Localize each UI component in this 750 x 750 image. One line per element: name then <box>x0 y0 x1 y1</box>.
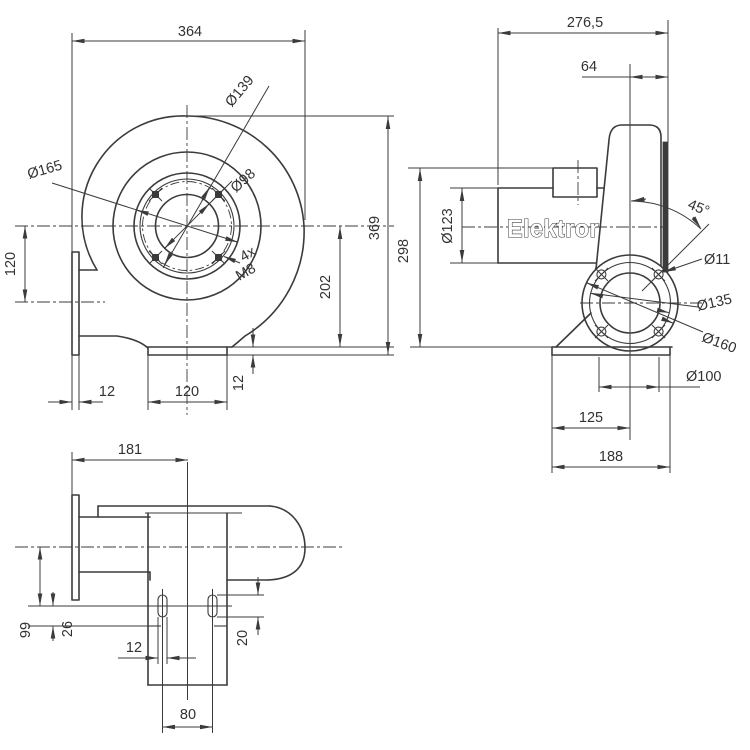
side-view: Elektror 276,5 <box>396 15 738 473</box>
dim-foot-thickness: 12 <box>231 328 256 391</box>
inlet-flange-raised-face <box>139 178 235 274</box>
outlet-bore-circle <box>599 272 661 334</box>
dim-axis-to-base: 202 <box>318 226 343 347</box>
dim-label-12-foot: 12 <box>231 375 247 391</box>
dim-label-d139: Ø139 <box>222 73 257 110</box>
dim-label-12-flange: 12 <box>99 384 115 400</box>
bottom-outlet-flange-plate <box>71 494 80 601</box>
dim-front-total-height: 369 <box>192 115 394 356</box>
foot-gusset <box>555 312 592 348</box>
dim-label-20: 20 <box>235 630 251 646</box>
dim-label-d123: Ø123 <box>440 208 456 243</box>
dim-side-total-depth: 276,5 <box>497 15 669 185</box>
dim-flange-to-axis: 181 <box>71 442 188 495</box>
dim-axis-to-slot: 99 <box>18 547 232 638</box>
dim-label-64: 64 <box>581 59 597 75</box>
inlet-bore-circle <box>154 193 220 259</box>
dim-label-364: 364 <box>178 24 202 40</box>
volute-outer-contour <box>81 115 305 348</box>
dim-label-12-slot: 12 <box>126 640 142 656</box>
dim-label-d160: Ø160 <box>700 330 739 357</box>
dim-slot-width: 12 <box>118 617 196 664</box>
dim-outlet-bore: Ø100 <box>598 357 721 392</box>
dim-label-202: 202 <box>318 275 334 299</box>
dim-label-369: 369 <box>367 216 383 240</box>
dim-label-d100: Ø100 <box>686 369 721 385</box>
dim-inlet-duct-dia: Ø123 <box>440 187 498 264</box>
dim-label-26: 26 <box>60 621 76 637</box>
dim-base-front-to-axis: 125 <box>551 355 630 473</box>
dim-slot-spacing: 80 <box>162 707 213 730</box>
dim-label-99: 99 <box>18 622 34 638</box>
dim-foot-width: 120 <box>147 355 228 410</box>
dim-label-298: 298 <box>396 239 412 263</box>
dim-bolt-hole-dia: Ø11 <box>663 252 730 273</box>
bottom-body-end-cap <box>267 505 306 581</box>
inlet-bolt-circle <box>142 181 232 271</box>
dim-label-125: 125 <box>579 410 603 426</box>
dim-label-d11: Ø11 <box>704 252 730 268</box>
housing-side-profile <box>595 124 662 270</box>
dim-label-181: 181 <box>118 442 142 458</box>
dim-label-120-foot: 120 <box>175 384 199 400</box>
volute-inner-ring <box>112 151 262 301</box>
dim-front-bolt-spec: 4x M8 <box>223 243 259 285</box>
dim-inlet-height: 298 <box>396 167 553 348</box>
dim-slot-length: 20 <box>217 577 264 646</box>
dim-label-120-left: 120 <box>3 252 19 276</box>
dim-label-188: 188 <box>599 449 623 465</box>
dim-outlet-bolt-circle: Ø135 <box>590 291 733 315</box>
dim-label-45deg: 45° <box>685 197 711 220</box>
dim-front-axis-to-outlet: 120 <box>3 226 28 302</box>
bottom-view: 181 99 26 12 <box>15 442 345 733</box>
dim-front-total-width: 364 <box>71 24 306 252</box>
brand-logo: Elektror <box>507 215 599 243</box>
dim-outlet-flange-thickness: 12 <box>48 355 115 410</box>
dim-label-d98: Ø98 <box>228 166 259 196</box>
dim-label-276-5: 276,5 <box>567 15 603 31</box>
dim-slot-to-step: 26 <box>28 592 148 641</box>
dim-outlet-angle: 45° <box>630 197 712 292</box>
dim-label-d165: Ø165 <box>26 158 65 183</box>
front-view: 364 Ø139 Ø165 Ø98 4x M8 <box>3 24 394 415</box>
dim-label-80: 80 <box>180 707 196 723</box>
volute-outlet-curve <box>78 335 149 349</box>
dim-base-depth: 188 <box>552 355 671 473</box>
dim-axis-to-face: 64 <box>581 59 668 80</box>
outlet-flange-outer-circle <box>581 254 679 352</box>
inlet-flange-outer-circle <box>133 172 241 280</box>
dim-label-d135: Ø135 <box>695 291 733 315</box>
terminal-box <box>552 167 598 198</box>
outlet-flange-plate <box>71 251 80 356</box>
